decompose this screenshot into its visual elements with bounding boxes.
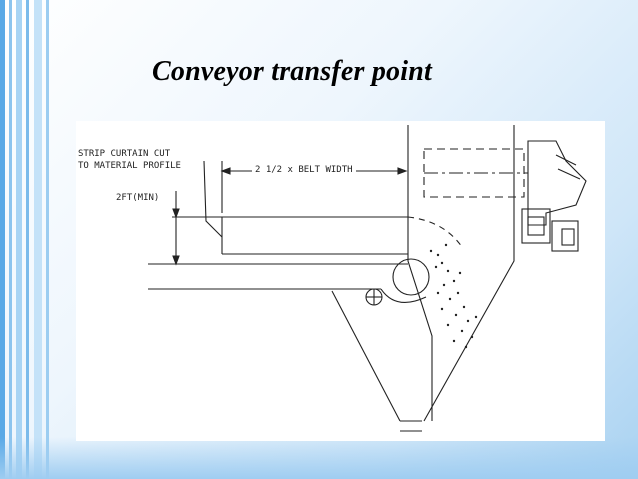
- slide-title: Conveyor transfer point: [152, 56, 432, 87]
- height-dimension-label: 2FT(MIN): [116, 193, 160, 203]
- material-trajectory: [407, 216, 463, 248]
- decorative-stripes: [0, 0, 49, 479]
- head-pulley: [392, 258, 430, 296]
- conveyor-schematic: [148, 125, 587, 432]
- chute-outline: [407, 125, 433, 421]
- belt-width-dimension-label: 2 1/2 x BELT WIDTH: [252, 165, 356, 176]
- material-particles: [429, 243, 478, 349]
- strip-curtain-label-line2: TO MATERIAL PROFILE: [78, 161, 181, 171]
- conveyor-drawing: STRIP CURTAIN CUT TO MATERIAL PROFILE 2 …: [76, 121, 605, 441]
- chute-right-wall: [423, 125, 515, 422]
- decorative-band: [0, 437, 638, 479]
- gearbox: [527, 140, 587, 226]
- hopper-left-wall: [331, 290, 401, 422]
- strip-curtain-label: STRIP CURTAIN CUT: [78, 149, 171, 159]
